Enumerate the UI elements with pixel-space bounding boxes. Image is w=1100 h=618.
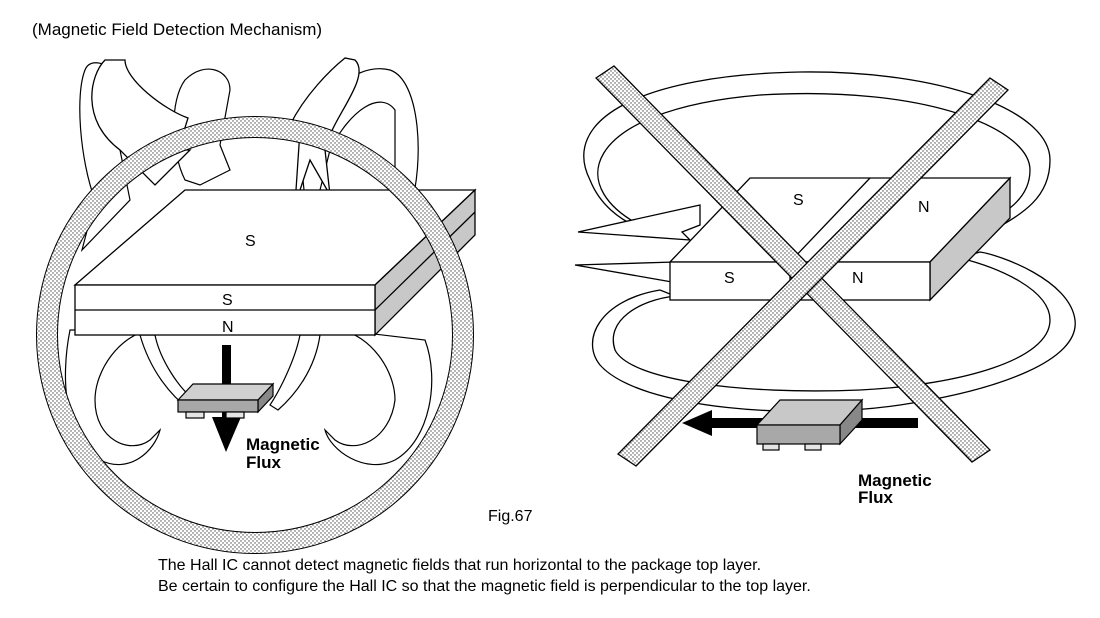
- right-flux-label-line2: Flux: [858, 488, 893, 507]
- left-hall-ic: [176, 382, 275, 419]
- left-diagram: S S N Magnetic Flux: [36, 57, 477, 554]
- right-diagram: S N S N Magnetic Flux: [574, 65, 1076, 507]
- right-flux-label-line1: Magnetic: [858, 471, 932, 490]
- explanation-note: The Hall IC cannot detect magnetic field…: [158, 555, 811, 597]
- field-arrows-left: [574, 204, 701, 283]
- note-line-2: Be certain to configure the Hall IC so t…: [158, 578, 811, 595]
- left-bottom-label: N: [222, 319, 234, 336]
- figure-caption: Fig.67: [488, 508, 533, 525]
- left-flux-arrow: [212, 345, 241, 452]
- left-magnet: [73, 188, 477, 337]
- left-flux-label-line1: Magnetic: [246, 435, 320, 454]
- diagram-title: (Magnetic Field Detection Mechanism): [32, 20, 323, 39]
- note-line-1: The Hall IC cannot detect magnetic field…: [158, 557, 762, 574]
- right-front-left-label: S: [724, 270, 735, 287]
- field-lines-lower: [64, 329, 433, 466]
- right-top-right-label: N: [918, 199, 930, 216]
- left-middle-label: S: [222, 292, 233, 309]
- right-top-left-label: S: [793, 192, 804, 209]
- prohibition-cross: [594, 65, 1010, 467]
- right-front-right-label: N: [852, 270, 864, 287]
- right-flux-arrow: [682, 410, 918, 436]
- right-hall-ic: [755, 398, 864, 451]
- left-top-face-label: S: [245, 233, 256, 250]
- left-flux-label-line2: Flux: [246, 453, 281, 472]
